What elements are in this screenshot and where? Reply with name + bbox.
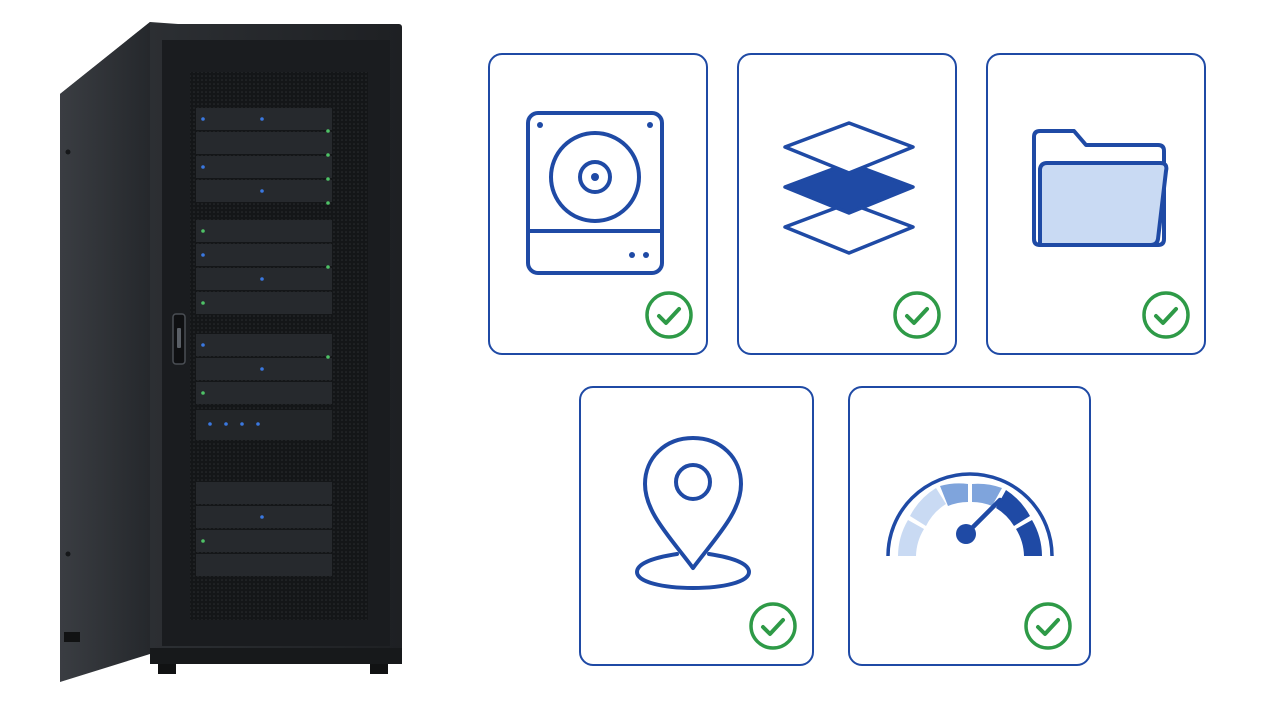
checkmark-icon (1024, 602, 1072, 650)
server-rack-image (60, 22, 402, 682)
location-feature-card (579, 386, 814, 666)
checkmark-icon (1142, 291, 1190, 339)
checkmark-icon (749, 602, 797, 650)
location-pin-icon (634, 436, 752, 591)
speedometer-icon (886, 472, 1054, 557)
storage-feature-card (488, 53, 708, 355)
file-storage-feature-card (986, 53, 1206, 355)
data-layers-feature-card (737, 53, 957, 355)
checkmark-icon (893, 291, 941, 339)
folder-icon (1032, 129, 1169, 247)
checkmark-icon (645, 291, 693, 339)
hard-drive-icon (526, 111, 664, 275)
layers-icon (783, 121, 915, 255)
performance-feature-card (848, 386, 1091, 666)
